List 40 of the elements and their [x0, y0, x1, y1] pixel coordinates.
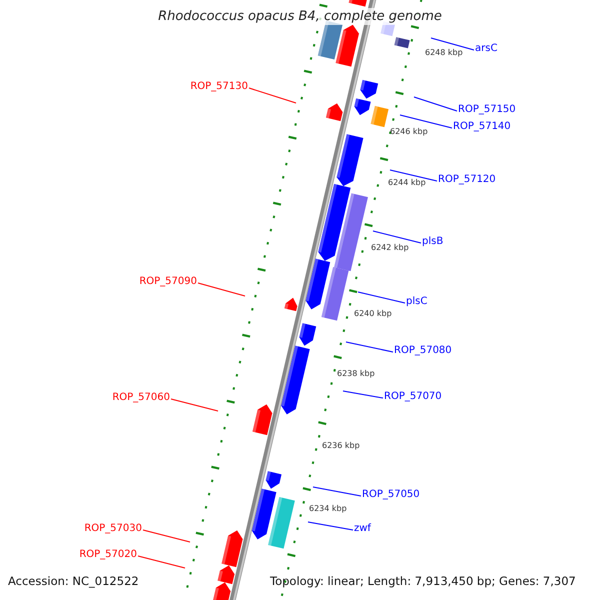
leader-line — [308, 522, 354, 530]
gene-label: zwf — [354, 524, 371, 534]
leader-line — [138, 556, 186, 568]
leader-line — [390, 170, 438, 182]
gene-label: plsB — [422, 237, 444, 247]
gene-label: arsC — [475, 44, 498, 54]
gene-label: ROP_57120 — [438, 175, 496, 185]
leader-line — [400, 114, 452, 128]
gene-label: ROP_57090 — [139, 277, 197, 287]
gene-label: ROP_57140 — [453, 122, 511, 132]
scale-label: 6238 kbp — [337, 370, 375, 378]
footer-text: Accession: NC_012522 — [8, 576, 139, 588]
leader-line — [346, 342, 394, 352]
leader-line — [430, 38, 474, 50]
leader-line — [248, 88, 296, 104]
leader-line — [342, 390, 384, 398]
gene-label: ROP_57020 — [79, 550, 137, 560]
gene-label: ROP_57060 — [112, 393, 170, 403]
scale-label: 6242 kbp — [371, 244, 409, 252]
scale-label: 6234 kbp — [309, 505, 347, 513]
scale-label: 6236 kbp — [322, 442, 360, 450]
gene-label: plsC — [406, 297, 428, 307]
leader-line — [372, 230, 422, 244]
leader-line — [142, 530, 190, 542]
leader-line — [358, 292, 406, 304]
gene-label: ROP_57050 — [362, 490, 420, 500]
scale-label: 6240 kbp — [354, 310, 392, 318]
gene-label: ROP_57030 — [84, 524, 142, 534]
scale-label: 6246 kbp — [390, 128, 428, 136]
gene-label: ROP_57130 — [190, 82, 248, 92]
gene-label: ROP_57070 — [384, 392, 442, 402]
leader-line — [312, 486, 362, 496]
gene-label: ROP_57150 — [458, 105, 516, 115]
footer-text: Topology: linear; Length: 7,913,450 bp; Genes: 7,307 — [270, 576, 576, 588]
leader-line — [414, 96, 458, 112]
scale-label: 6244 kbp — [388, 179, 426, 187]
leader-line — [170, 398, 218, 412]
gene-label: ROP_57080 — [394, 346, 452, 356]
scale-label: 6248 kbp — [425, 49, 463, 57]
leader-line — [198, 282, 246, 296]
